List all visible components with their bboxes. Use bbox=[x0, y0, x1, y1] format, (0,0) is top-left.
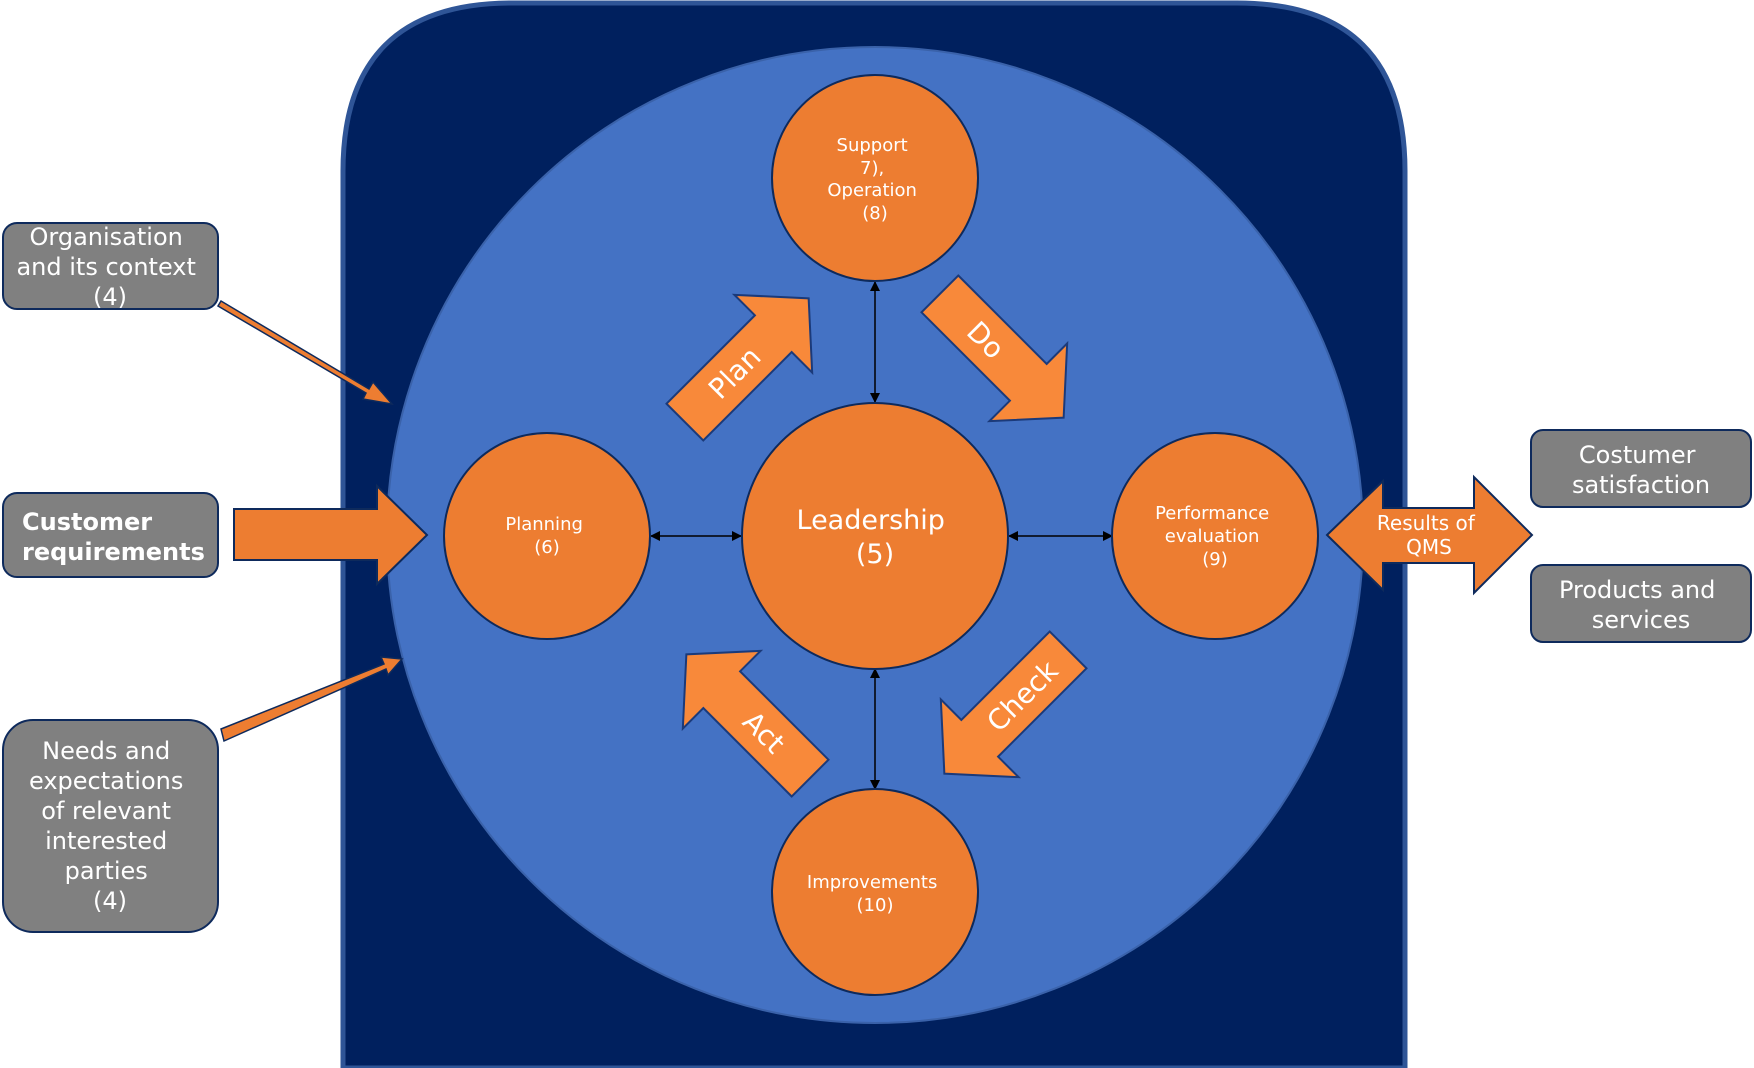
svg-text:Organisation and its con: Organisation and its context (4) bbox=[16, 223, 203, 311]
svg-text:Needs and expectations: Needs and expectations of relevant inter… bbox=[29, 737, 191, 915]
input-box-line: of relevant bbox=[41, 797, 171, 825]
node-planning[interactable]: Planning (6) bbox=[443, 432, 651, 640]
input-arrow-organisation bbox=[216, 299, 394, 406]
output-box-line: services bbox=[1592, 606, 1690, 634]
svg-text:Improvements (10): Improvements (10) bbox=[807, 872, 943, 916]
input-box-line: Organisation bbox=[30, 223, 183, 251]
input-box-needs[interactable]: Needs and expectations of relevant inter… bbox=[2, 719, 219, 933]
svg-text:Results of QMS: Results of QMS bbox=[1377, 511, 1481, 559]
node-improvements-line: (10) bbox=[857, 895, 894, 916]
output-box-line: satisfaction bbox=[1572, 471, 1710, 499]
input-box-organisation[interactable]: Organisation and its context (4) bbox=[2, 222, 219, 311]
input-box-line: Needs and bbox=[42, 737, 170, 765]
node-leadership-line: Leadership bbox=[797, 505, 945, 536]
input-box-line: and its context bbox=[16, 253, 195, 281]
node-support-line: Support bbox=[837, 135, 908, 156]
input-box-line: Customer bbox=[22, 508, 152, 536]
input-box-line: (4) bbox=[93, 887, 127, 915]
input-box-line: parties bbox=[65, 857, 148, 885]
results-label-line: Results of bbox=[1377, 511, 1476, 535]
svg-text:Planning (6): Planning (6) bbox=[505, 514, 588, 558]
svg-text:Products and services: Products and services bbox=[1559, 576, 1723, 634]
input-arrow-needs bbox=[220, 656, 404, 743]
svg-text:Customer requirements: Customer requirements bbox=[22, 508, 205, 566]
svg-text:Leadership (5): Leadership (5) bbox=[797, 505, 954, 570]
node-support-line: 7), bbox=[860, 158, 884, 179]
node-support-line: Operation bbox=[827, 180, 917, 201]
node-performance-line: Performance bbox=[1155, 503, 1269, 524]
input-box-line: requirements bbox=[22, 538, 205, 566]
svg-text:Support 7), Operat: Support 7), Operation (8) bbox=[827, 135, 922, 224]
input-box-line: expectations bbox=[29, 767, 183, 795]
node-leadership[interactable]: Leadership (5) bbox=[741, 402, 1009, 670]
node-planning-line: Planning bbox=[505, 514, 583, 535]
node-improvements[interactable]: Improvements (10) bbox=[771, 788, 979, 996]
pdca-arrow-do: Do bbox=[920, 274, 1069, 423]
output-box-satisfaction[interactable]: Costumer satisfaction bbox=[1530, 429, 1752, 508]
node-planning-line: (6) bbox=[534, 537, 560, 558]
node-support[interactable]: Support 7), Operation (8) bbox=[771, 74, 979, 282]
input-arrow-customer-requirements bbox=[233, 483, 429, 587]
node-performance-line: (9) bbox=[1202, 549, 1228, 570]
input-box-line: interested bbox=[45, 827, 167, 855]
results-label-line: QMS bbox=[1406, 535, 1452, 559]
output-box-line: Products and bbox=[1559, 576, 1715, 604]
pdca-arrow-act: Act bbox=[681, 649, 830, 798]
node-performance[interactable]: Performance evaluation (9) bbox=[1111, 432, 1319, 640]
node-leadership-line: (5) bbox=[856, 539, 894, 570]
results-of-qms-arrow: Results of QMS bbox=[1325, 474, 1534, 596]
input-box-line: (4) bbox=[93, 283, 127, 311]
output-box-products[interactable]: Products and services bbox=[1530, 564, 1752, 643]
svg-text:Costumer satisfaction: Costumer satisfaction bbox=[1572, 441, 1710, 499]
output-box-line: Costumer bbox=[1579, 441, 1696, 469]
node-performance-line: evaluation bbox=[1165, 526, 1260, 547]
node-support-line: (8) bbox=[862, 203, 888, 224]
node-improvements-line: Improvements bbox=[807, 872, 937, 893]
input-box-customer-requirements[interactable]: Customer requirements bbox=[2, 492, 219, 578]
svg-text:Performance evaluation: Performance evaluation (9) bbox=[1155, 503, 1275, 570]
